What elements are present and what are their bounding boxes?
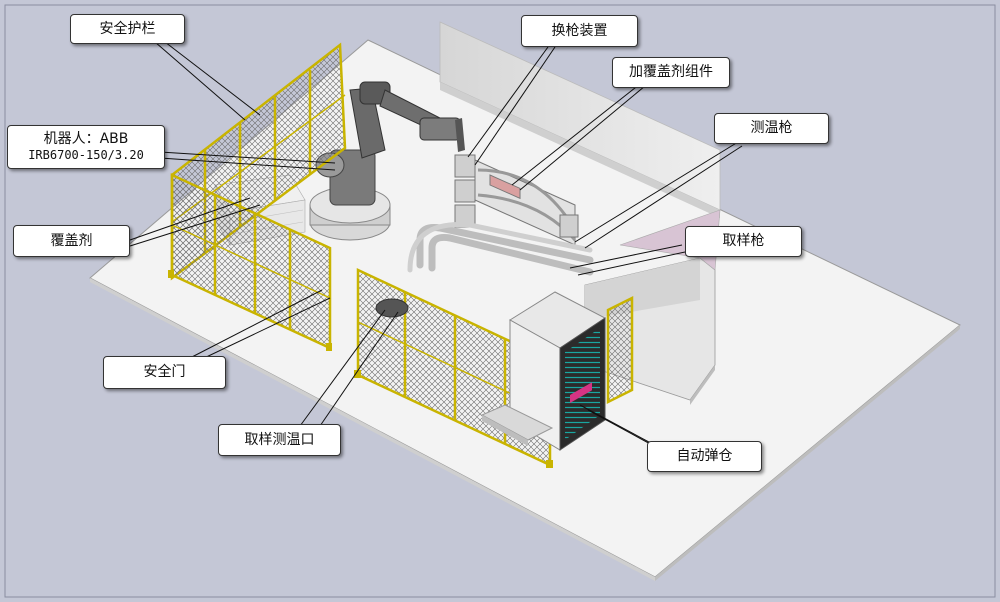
label-covering-assembly-text: 加覆盖剂组件 bbox=[629, 64, 713, 81]
probe-guns bbox=[407, 222, 594, 276]
label-covering-assembly: 加覆盖剂组件 bbox=[612, 57, 730, 88]
robot bbox=[309, 81, 465, 241]
label-gun-changer-text: 换枪装置 bbox=[551, 22, 608, 39]
label-robot-line1: 机器人：ABB bbox=[43, 131, 129, 148]
label-sampling-gun: 取样枪 bbox=[685, 226, 802, 257]
label-sampling-gun-text: 取样枪 bbox=[722, 233, 765, 250]
label-gun-changer: 换枪装置 bbox=[521, 15, 638, 47]
label-auto-magazine: 自动弹仓 bbox=[647, 441, 762, 472]
label-auto-magazine-text: 自动弹仓 bbox=[676, 448, 733, 465]
label-safety-door: 安全门 bbox=[103, 356, 226, 389]
label-safety-door-text: 安全门 bbox=[143, 364, 186, 381]
frame-border bbox=[4, 4, 996, 598]
label-temp-gun-text: 测温枪 bbox=[750, 120, 793, 137]
label-sampling-port-text: 取样测温口 bbox=[244, 431, 315, 448]
label-sampling-port: 取样测温口 bbox=[218, 424, 341, 456]
label-robot-line2: IRB6700-150/3.20 bbox=[28, 148, 144, 163]
label-robot: 机器人：ABB IRB6700-150/3.20 bbox=[7, 125, 165, 169]
fence-right bbox=[606, 295, 634, 405]
label-covering-agent-text: 覆盖剂 bbox=[50, 232, 93, 249]
label-covering-agent: 覆盖剂 bbox=[13, 225, 130, 257]
label-temp-gun: 测温枪 bbox=[714, 113, 829, 144]
label-safety-fence-text: 安全护栏 bbox=[99, 20, 156, 37]
slag-trough bbox=[480, 404, 554, 446]
label-safety-fence: 安全护栏 bbox=[70, 14, 185, 44]
fence-left-front bbox=[168, 173, 332, 351]
